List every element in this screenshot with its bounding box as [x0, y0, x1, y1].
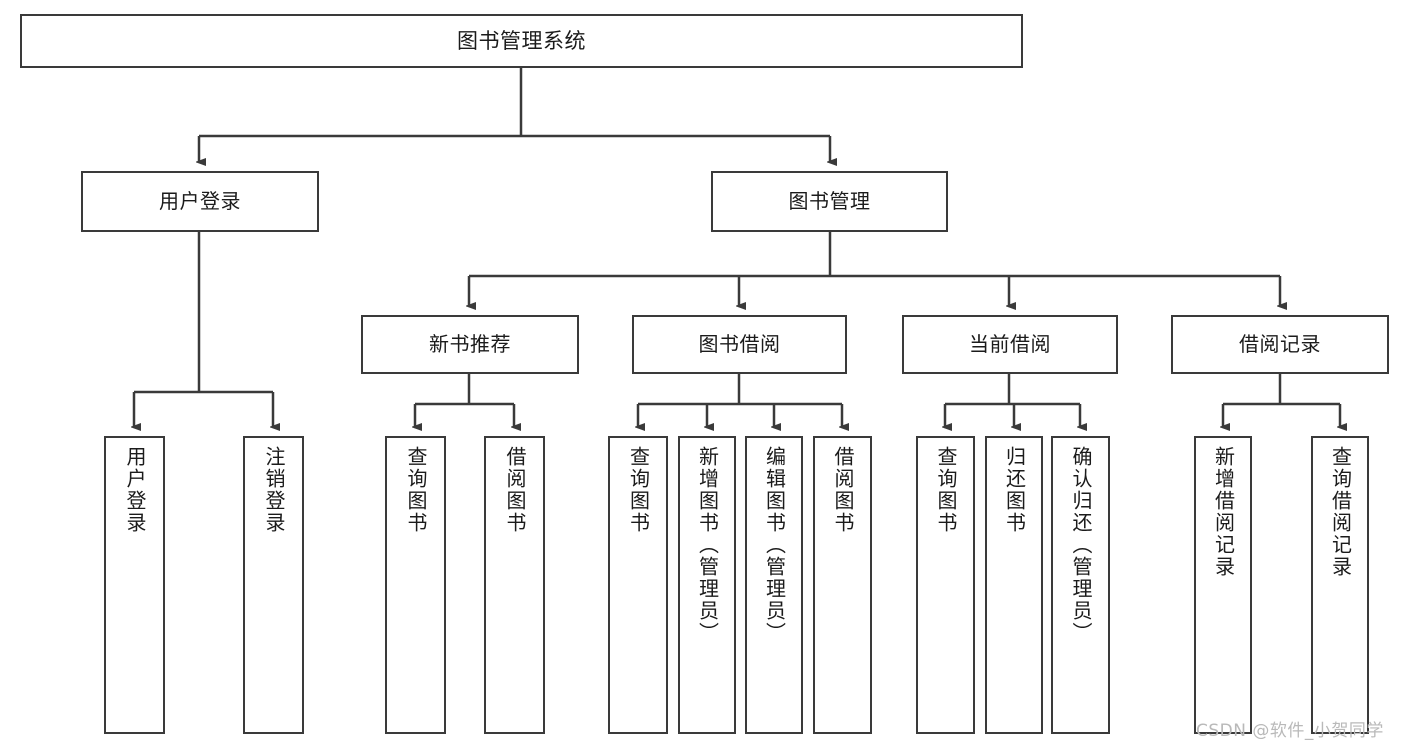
node-leaf-edit-book-label: 编辑图书（管理员） — [762, 446, 787, 644]
node-leaf-query-book-1[interactable]: 查询图书 — [385, 436, 446, 734]
watermark: CSDN @软件_小贺同学 — [1196, 721, 1384, 741]
node-leaf-borrow-book-2-label: 借阅图书 — [831, 446, 855, 534]
node-leaf-query-book-3[interactable]: 查询图书 — [916, 436, 975, 734]
node-book-manage[interactable]: 图书管理 — [711, 171, 948, 232]
node-leaf-confirm-return[interactable]: 确认归还（管理员） — [1051, 436, 1110, 734]
node-leaf-add-book[interactable]: 新增图书（管理员） — [678, 436, 736, 734]
node-leaf-query-record-label: 查询借阅记录 — [1328, 446, 1353, 578]
node-new-book-recommend[interactable]: 新书推荐 — [361, 315, 579, 374]
node-leaf-query-book-2-label: 查询图书 — [626, 446, 651, 534]
node-leaf-query-record[interactable]: 查询借阅记录 — [1311, 436, 1369, 734]
node-leaf-query-book-3-label: 查询图书 — [934, 446, 958, 534]
node-borrow-record[interactable]: 借阅记录 — [1171, 315, 1389, 374]
node-leaf-return-book[interactable]: 归还图书 — [985, 436, 1043, 734]
node-current-borrow-label: 当前借阅 — [969, 331, 1051, 356]
node-leaf-query-book-2[interactable]: 查询图书 — [608, 436, 668, 734]
node-leaf-logout[interactable]: 注销登录 — [243, 436, 304, 734]
node-borrow-record-label: 借阅记录 — [1239, 331, 1321, 356]
node-root[interactable]: 图书管理系统 — [20, 14, 1023, 68]
node-leaf-user-login[interactable]: 用户登录 — [104, 436, 165, 734]
node-book-manage-label: 图书管理 — [788, 188, 871, 213]
node-new-book-recommend-label: 新书推荐 — [429, 331, 511, 356]
node-leaf-user-login-label: 用户登录 — [123, 446, 147, 534]
node-root-label: 图书管理系统 — [457, 28, 586, 53]
node-user-login-label: 用户登录 — [159, 188, 241, 213]
node-leaf-borrow-book-1-label: 借阅图书 — [503, 446, 527, 534]
node-leaf-edit-book[interactable]: 编辑图书（管理员） — [745, 436, 803, 734]
node-leaf-borrow-book-2[interactable]: 借阅图书 — [813, 436, 872, 734]
node-leaf-add-record-label: 新增借阅记录 — [1211, 446, 1236, 578]
node-leaf-query-book-1-label: 查询图书 — [404, 446, 428, 534]
node-current-borrow[interactable]: 当前借阅 — [902, 315, 1118, 374]
node-leaf-add-record[interactable]: 新增借阅记录 — [1194, 436, 1252, 734]
node-leaf-add-book-label: 新增图书（管理员） — [695, 446, 720, 644]
node-book-borrow[interactable]: 图书借阅 — [632, 315, 847, 374]
node-leaf-borrow-book-1[interactable]: 借阅图书 — [484, 436, 545, 734]
node-book-borrow-label: 图书借阅 — [698, 331, 781, 356]
node-leaf-return-book-label: 归还图书 — [1002, 446, 1027, 534]
node-user-login[interactable]: 用户登录 — [81, 171, 319, 232]
node-leaf-logout-label: 注销登录 — [262, 446, 286, 534]
node-leaf-confirm-return-label: 确认归还（管理员） — [1069, 446, 1093, 644]
